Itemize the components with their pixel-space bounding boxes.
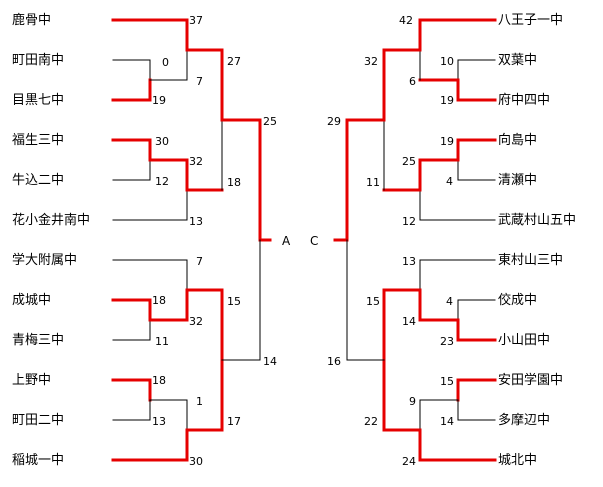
score: 15 <box>227 295 241 308</box>
score: 4 <box>446 175 453 188</box>
team-right-9: 小山田中 <box>498 333 550 348</box>
score: 18 <box>227 176 241 189</box>
team-left-3: 目黒七中 <box>12 93 64 108</box>
team-right-7: 東村山三中 <box>498 252 563 268</box>
score: 10 <box>440 55 454 68</box>
team-left-5: 牛込二中 <box>12 173 64 188</box>
score: 29 <box>327 115 341 128</box>
score: 15 <box>440 375 454 388</box>
team-left-11: 町田二中 <box>12 413 64 428</box>
team-left-1: 鹿骨中 <box>12 12 51 28</box>
score: 25 <box>263 115 277 128</box>
score: 23 <box>440 335 454 348</box>
team-left-12: 稲城一中 <box>12 453 64 468</box>
team-right-3: 府中四中 <box>498 93 550 108</box>
score: 19 <box>440 135 454 148</box>
center-label-left: A <box>282 234 291 248</box>
team-left-6: 花小金井南中 <box>12 212 90 228</box>
score: 14 <box>440 415 454 428</box>
score: 42 <box>399 14 413 27</box>
score: 9 <box>409 395 416 408</box>
team-left-4: 福生三中 <box>12 133 64 148</box>
score: 16 <box>327 355 341 368</box>
score: 17 <box>227 415 241 428</box>
score: 6 <box>409 75 416 88</box>
team-right-11: 多摩辺中 <box>498 412 550 428</box>
score: 24 <box>402 455 416 468</box>
score: 37 <box>189 14 203 27</box>
score: 25 <box>402 155 416 168</box>
score: 0 <box>162 56 169 69</box>
score: 18 <box>152 294 166 307</box>
team-right-5: 清瀬中 <box>498 173 537 188</box>
score: 18 <box>152 374 166 387</box>
score: 7 <box>196 255 203 268</box>
team-right-12: 城北中 <box>498 453 537 468</box>
team-right-1: 八王子一中 <box>498 13 563 28</box>
score: 32 <box>189 155 203 168</box>
score: 11 <box>155 335 169 348</box>
score: 15 <box>366 295 380 308</box>
score: 12 <box>155 175 169 188</box>
team-left-8: 成城中 <box>12 293 51 308</box>
score: 11 <box>366 176 380 189</box>
team-right-6: 武蔵村山五中 <box>498 213 576 228</box>
score: 27 <box>227 55 241 68</box>
score: 7 <box>196 75 203 88</box>
team-right-2: 双葉中 <box>498 53 537 68</box>
score: 14 <box>402 315 416 328</box>
score: 30 <box>155 135 169 148</box>
team-right-8: 佼成中 <box>498 293 537 308</box>
score: 32 <box>189 315 203 328</box>
team-left-2: 町田南中 <box>12 52 64 68</box>
score: 13 <box>402 255 416 268</box>
score: 19 <box>152 94 166 107</box>
score: 19 <box>440 94 454 107</box>
score: 30 <box>189 455 203 468</box>
bracket-lines <box>111 18 497 462</box>
team-left-10: 上野中 <box>12 373 51 388</box>
score: 22 <box>364 415 378 428</box>
center-label-right: C <box>310 234 318 248</box>
score: 4 <box>446 295 453 308</box>
team-right-10: 安田学園中 <box>498 372 563 388</box>
team-left-7: 学大附属中 <box>12 252 77 268</box>
score: 12 <box>402 215 416 228</box>
score: 13 <box>189 215 203 228</box>
team-left-9: 青梅三中 <box>12 333 64 348</box>
score: 1 <box>196 395 203 408</box>
team-right-4: 向島中 <box>498 132 537 148</box>
score: 13 <box>152 415 166 428</box>
score: 14 <box>263 355 277 368</box>
score: 32 <box>364 55 378 68</box>
